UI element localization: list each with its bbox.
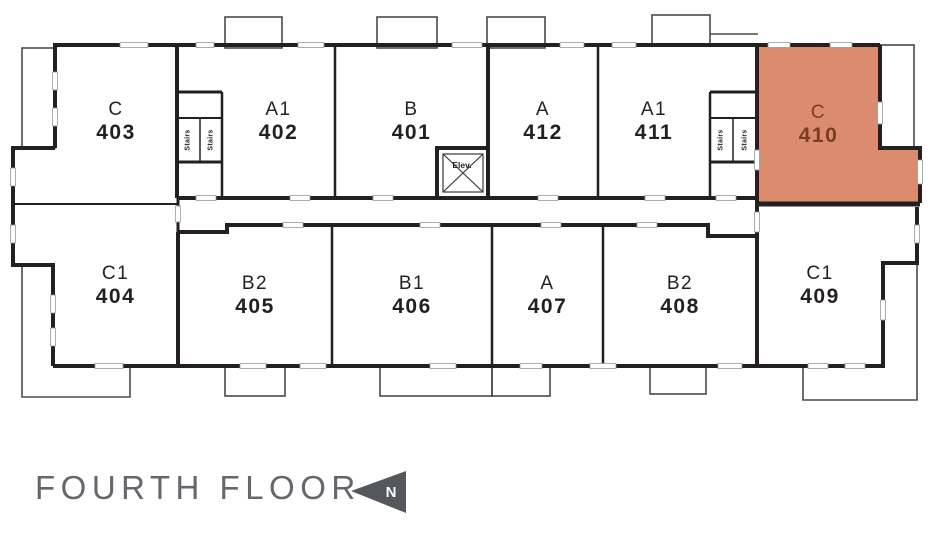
door-window-openings: [10, 42, 923, 369]
unit-402-number: 402: [258, 121, 299, 144]
floorplan-svg: [10, 14, 923, 401]
unit-412[interactable]: A 412: [488, 45, 598, 198]
unit-412-number: 412: [523, 121, 563, 144]
unit-411-type: A1: [640, 99, 668, 120]
unit-408-type: B2: [666, 273, 694, 294]
unit-405[interactable]: B2 405: [178, 225, 332, 366]
unit-410-type: C: [810, 101, 827, 123]
stairs-label: Stairs: [741, 129, 749, 151]
north-arrow-letter: N: [386, 484, 397, 501]
stairs-label: Stairs: [207, 129, 215, 151]
unit-409[interactable]: C1 409: [757, 204, 883, 366]
elevator-label: Elev.: [452, 160, 472, 170]
unit-409-type: C1: [806, 262, 834, 284]
unit-406-type: B1: [398, 273, 426, 294]
floor-title: FOURTH FLOOR: [35, 469, 361, 506]
stairs-label: Stairs: [717, 129, 725, 151]
unit-402-type: A1: [265, 99, 292, 120]
unit-404-number: 404: [95, 284, 136, 308]
unit-401-type: B: [404, 99, 419, 120]
unit-407-number: 407: [527, 295, 568, 318]
north-arrow-icon: N: [351, 471, 406, 513]
elevator-cab-outline: [442, 153, 484, 193]
unit-406[interactable]: B1 406: [332, 225, 492, 366]
unit-401-number: 401: [391, 121, 432, 144]
unit-403-type: C: [108, 99, 124, 120]
unit-405-number: 405: [235, 295, 275, 318]
unit-410[interactable]: C 410: [757, 45, 880, 203]
unit-405-type: B2: [241, 273, 269, 294]
unit-412-type: A: [535, 99, 551, 120]
unit-407-type: A: [540, 273, 555, 294]
unit-410-number: 410: [798, 123, 839, 147]
unit-408[interactable]: B2 408: [603, 225, 757, 366]
stairs-label: Stairs: [184, 129, 192, 151]
unit-404-type: C1: [101, 262, 130, 284]
unit-403[interactable]: C 403: [55, 45, 177, 198]
unit-407[interactable]: A 407: [492, 225, 603, 366]
unit-409-number: 409: [800, 284, 840, 308]
unit-411[interactable]: A1 411: [598, 45, 710, 198]
unit-408-number: 408: [660, 295, 700, 318]
unit-411-number: 411: [634, 121, 674, 144]
unit-402[interactable]: A1 402: [222, 45, 335, 198]
unit-403-number: 403: [96, 121, 136, 144]
unit-406-number: 406: [392, 295, 432, 318]
unit-404[interactable]: C1 404: [53, 204, 178, 366]
unit-401[interactable]: B 401: [335, 45, 488, 198]
